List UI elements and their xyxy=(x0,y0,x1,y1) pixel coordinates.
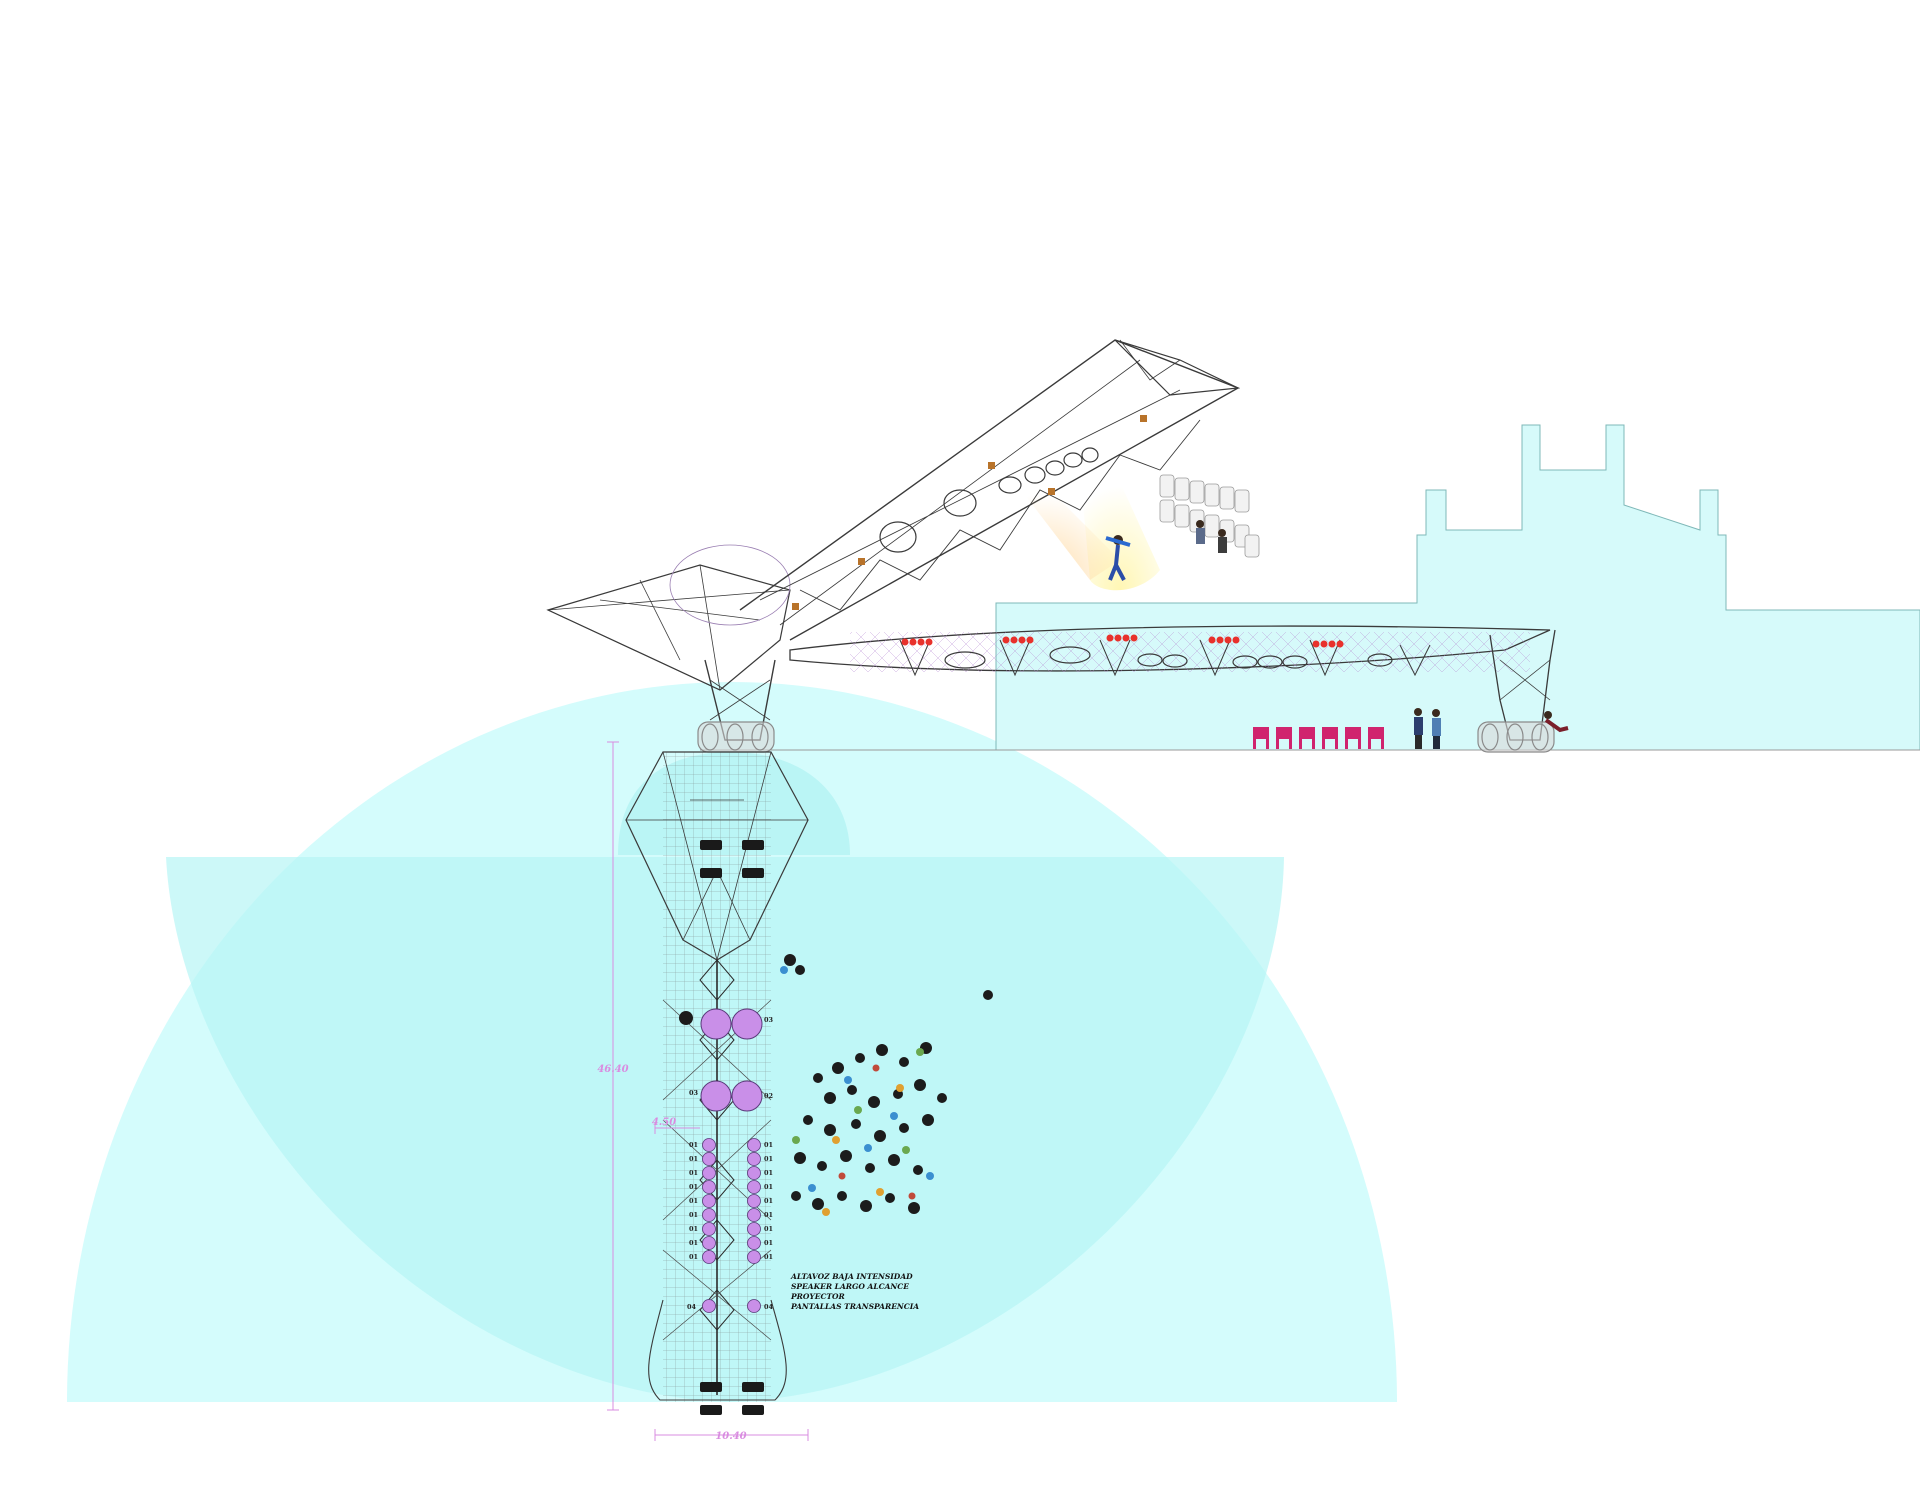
svg-text:01: 01 xyxy=(689,1141,698,1149)
svg-text:01: 01 xyxy=(764,1197,773,1205)
wheels-right xyxy=(1477,721,1555,753)
crane-structure xyxy=(546,339,1556,753)
legend-item-3: PROYECTOR xyxy=(790,1292,845,1301)
dimension-overall-length: 46.40 xyxy=(597,1064,628,1075)
svg-text:01: 01 xyxy=(689,1225,698,1233)
projector-beam-2 xyxy=(1025,485,1120,580)
crowd-plan xyxy=(679,954,993,1216)
speaker-blocks-top xyxy=(700,840,764,878)
stage-lights xyxy=(901,634,1344,648)
svg-text:01: 01 xyxy=(764,1253,773,1261)
svg-text:01: 01 xyxy=(764,1141,773,1149)
svg-text:01: 01 xyxy=(689,1169,698,1177)
svg-text:01: 01 xyxy=(764,1239,773,1247)
legend-item-4: PANTALLAS TRANSPARENCIA xyxy=(790,1302,919,1311)
code-mid-left: 03 xyxy=(689,1089,699,1097)
svg-text:01: 01 xyxy=(689,1253,698,1261)
svg-text:01: 01 xyxy=(689,1197,698,1205)
jib-boom xyxy=(739,339,1240,641)
svg-text:01: 01 xyxy=(689,1211,698,1219)
svg-text:01: 01 xyxy=(764,1225,773,1233)
speaker-stacks xyxy=(702,1138,761,1313)
code-bottom-right: 04 xyxy=(764,1303,774,1311)
dimension-total-width: 10.40 xyxy=(715,1431,746,1442)
building-silhouette xyxy=(995,424,1920,751)
svg-text:01: 01 xyxy=(764,1155,773,1163)
legend-item-2: SPEAKER LARGO ALCANCE xyxy=(791,1282,909,1291)
legend: ALTAVOZ BAJA INTENSIDAD SPEAKER LARGO AL… xyxy=(790,1272,919,1311)
svg-text:01: 01 xyxy=(764,1211,773,1219)
standing-people xyxy=(1414,708,1569,749)
rear-cone xyxy=(546,564,791,691)
performer-figure xyxy=(1105,535,1131,581)
code-bottom-left: 04 xyxy=(687,1303,697,1311)
speaker-codes: 03 03 02 04 04 01 01 01 01 01 01 01 01 0… xyxy=(687,1016,774,1311)
svg-text:01: 01 xyxy=(689,1183,698,1191)
large-speakers xyxy=(700,1008,763,1112)
plan-tail xyxy=(648,1299,787,1401)
speaker-blocks-bottom xyxy=(700,1382,764,1415)
svg-text:01: 01 xyxy=(764,1183,773,1191)
legend-item-1: ALTAVOZ BAJA INTENSIDAD xyxy=(790,1272,913,1281)
wheels-left xyxy=(697,721,775,753)
seated-people xyxy=(1196,520,1227,553)
dimension-lines xyxy=(607,741,809,1441)
svg-text:01: 01 xyxy=(689,1239,698,1247)
dimension-module-width: 4.50 xyxy=(652,1117,676,1128)
magenta-chairs xyxy=(1253,727,1384,749)
code-large-right-top: 03 xyxy=(764,1016,774,1024)
plan-structure xyxy=(625,751,809,1415)
svg-text:01: 01 xyxy=(689,1155,698,1163)
svg-text:01: 01 xyxy=(764,1169,773,1177)
code-mid-right: 02 xyxy=(764,1092,773,1100)
stacked-chairs xyxy=(1159,474,1260,558)
